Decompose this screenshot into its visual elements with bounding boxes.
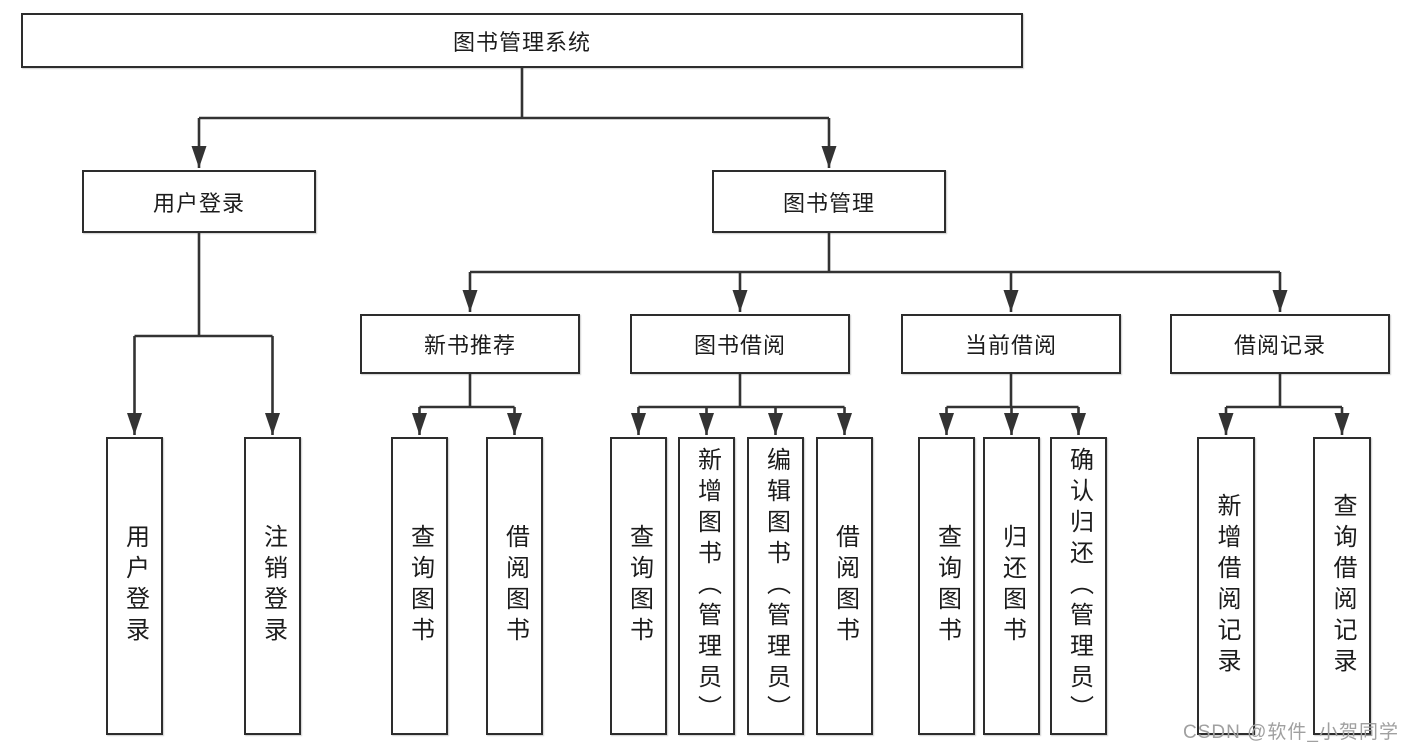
leaf-confirm-return-admin: 确认归还（管理员） [1050, 437, 1107, 735]
leaf-query-books-current: 查询图书 [918, 437, 975, 735]
connector-bookmgmt-to-level3 [462, 233, 1288, 312]
leaf-label: 编辑图书（管理员） [762, 446, 790, 726]
leaf-query-books-recommend: 查询图书 [391, 437, 448, 735]
node-current-borrow: 当前借阅 [901, 314, 1121, 374]
leaf-label: 归还图书 [998, 524, 1026, 648]
node-borrow-record: 借阅记录 [1170, 314, 1390, 374]
leaf-label: 查询图书 [406, 524, 434, 648]
connector-currentborrow-to-leaves [939, 374, 1086, 435]
leaf-label: 用户登录 [121, 524, 149, 648]
leaf-label: 查询借阅记录 [1329, 493, 1356, 679]
leaf-label: 新增借阅记录 [1213, 493, 1240, 679]
node-user-login: 用户登录 [82, 170, 316, 233]
leaf-label: 注销登录 [259, 524, 287, 648]
leaf-borrow-books: 借阅图书 [816, 437, 873, 735]
leaf-logout: 注销登录 [244, 437, 301, 735]
leaf-label: 新增图书（管理员） [693, 446, 721, 726]
leaf-query-books-borrow: 查询图书 [610, 437, 667, 735]
node-book-borrow: 图书借阅 [630, 314, 850, 374]
node-root-system: 图书管理系统 [21, 13, 1023, 68]
leaf-label: 确认归还（管理员） [1065, 446, 1093, 726]
connector-borrowrecord-to-leaves [1218, 374, 1350, 435]
leaf-return-books: 归还图书 [983, 437, 1040, 735]
connector-userlogin-to-leaves [127, 233, 280, 435]
leaf-label: 查询图书 [625, 524, 653, 648]
leaf-user-login: 用户登录 [106, 437, 163, 735]
connector-newbookrec-to-leaves [412, 374, 522, 435]
node-book-management: 图书管理 [712, 170, 946, 233]
leaf-query-borrow-record: 查询借阅记录 [1313, 437, 1371, 735]
connector-bookborrow-to-leaves [631, 374, 852, 435]
leaf-borrow-books-recommend: 借阅图书 [486, 437, 543, 735]
leaf-label: 借阅图书 [501, 524, 529, 648]
leaf-label: 查询图书 [933, 524, 961, 648]
leaf-add-books-admin: 新增图书（管理员） [678, 437, 735, 735]
connector-root-to-level2 [191, 68, 837, 168]
leaf-add-borrow-record: 新增借阅记录 [1197, 437, 1255, 735]
leaf-edit-books-admin: 编辑图书（管理员） [747, 437, 804, 735]
node-new-book-recommend: 新书推荐 [360, 314, 580, 374]
leaf-label: 借阅图书 [831, 524, 859, 648]
csdn-watermark: CSDN @软件_小贺同学 [1183, 722, 1399, 743]
